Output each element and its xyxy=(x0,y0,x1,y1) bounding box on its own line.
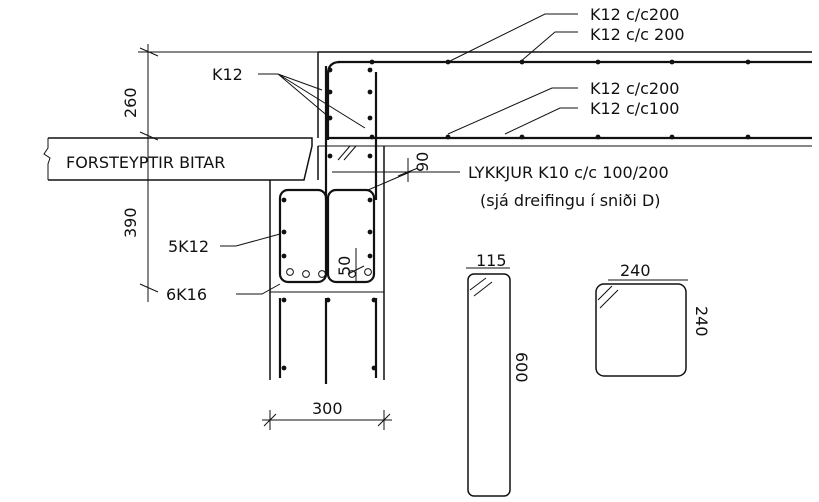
cover-90-dimension: 90 xyxy=(413,152,432,172)
top-rebar-label-2: K12 c/c 200 xyxy=(590,25,685,44)
slab-top-rebar-dots xyxy=(369,59,751,140)
precast-beams-label: FORSTEYPTIR BITAR xyxy=(66,153,225,172)
section-b-width: 240 xyxy=(620,261,651,280)
side-bars-label: 5K12 xyxy=(168,237,209,256)
small-dimensions xyxy=(347,158,419,282)
beam-outline xyxy=(269,66,385,384)
vertical-dimension-lines xyxy=(138,44,320,302)
k12-label: K12 xyxy=(212,65,243,84)
section-a-height: 600 xyxy=(512,352,531,383)
section-a xyxy=(466,267,511,497)
bottom-rebar-label-2: K12 c/c100 xyxy=(590,99,679,118)
bottom-rebar-label-1: K12 c/c200 xyxy=(590,79,679,98)
slab-outline xyxy=(317,51,812,147)
section-b-height: 240 xyxy=(692,306,711,337)
precast-beam-outline xyxy=(43,137,313,181)
leader-lines xyxy=(220,13,578,295)
section-a-width: 115 xyxy=(476,251,507,270)
width-dimension-line xyxy=(262,410,392,430)
stirrups-label: LYKKJUR K10 c/c 100/200 xyxy=(468,163,669,182)
beam-depth-dimension: 390 xyxy=(121,207,140,238)
beam-width-dimension: 300 xyxy=(312,399,343,418)
cover-50-dimension: 50 xyxy=(335,256,354,276)
slab-depth-dimension: 260 xyxy=(121,87,140,118)
stirrups-note: (sjá dreifingu í sniði D) xyxy=(480,191,661,210)
top-rebar-label-1: K12 c/c200 xyxy=(590,5,679,24)
bottom-bars-label: 6K16 xyxy=(166,285,207,304)
section-b xyxy=(595,279,688,377)
